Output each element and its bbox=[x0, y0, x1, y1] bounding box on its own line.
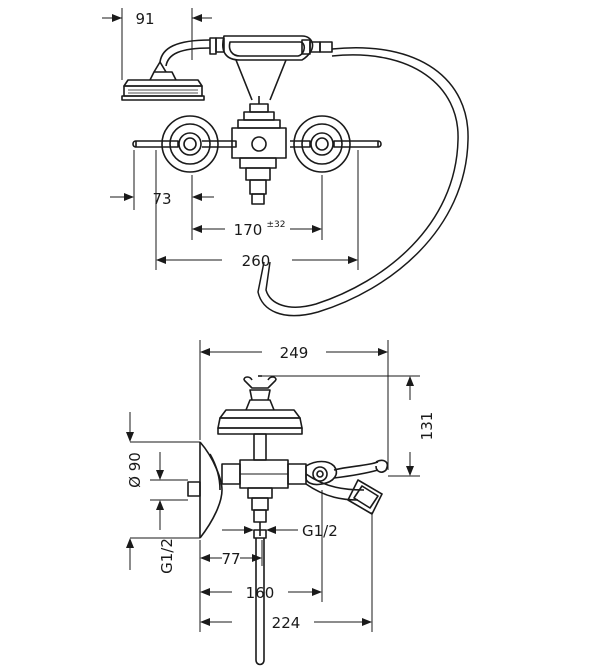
handshower-handle bbox=[209, 35, 333, 101]
right-valve bbox=[290, 115, 382, 173]
dim-rosette-diameter: Ø 90 bbox=[126, 452, 144, 488]
wall-rosette bbox=[187, 441, 223, 539]
dim-249: 249 bbox=[280, 344, 309, 362]
dim-inlet-g12: G1/2 bbox=[158, 538, 176, 574]
hose bbox=[257, 47, 469, 317]
dim-91: 91 bbox=[135, 10, 154, 28]
dim-260: 260 bbox=[242, 252, 271, 270]
handshower-head bbox=[121, 39, 211, 101]
dim-160: 160 bbox=[246, 584, 275, 602]
dim-77: 77 bbox=[221, 550, 240, 568]
mixer-body-side bbox=[221, 459, 307, 539]
side-view bbox=[187, 375, 389, 539]
dim-131: 131 bbox=[418, 412, 436, 441]
top-view bbox=[121, 35, 469, 317]
dim-73: 73 bbox=[152, 190, 171, 208]
dim-170-tolerance: ±32 bbox=[267, 220, 286, 230]
side-view-dimensions bbox=[126, 340, 420, 632]
valve-handle-side bbox=[305, 459, 389, 486]
hose-inner bbox=[265, 54, 459, 308]
dim-170: 170 bbox=[234, 221, 263, 239]
dim-outlet-g12: G1/2 bbox=[302, 522, 338, 540]
handshower-side bbox=[217, 375, 303, 461]
left-valve bbox=[132, 115, 237, 173]
outlet-pipe bbox=[255, 538, 265, 666]
spout-side bbox=[305, 473, 383, 515]
dim-224: 224 bbox=[272, 614, 301, 632]
top-view-dimensions bbox=[102, 8, 359, 270]
mixer-body bbox=[231, 96, 287, 205]
